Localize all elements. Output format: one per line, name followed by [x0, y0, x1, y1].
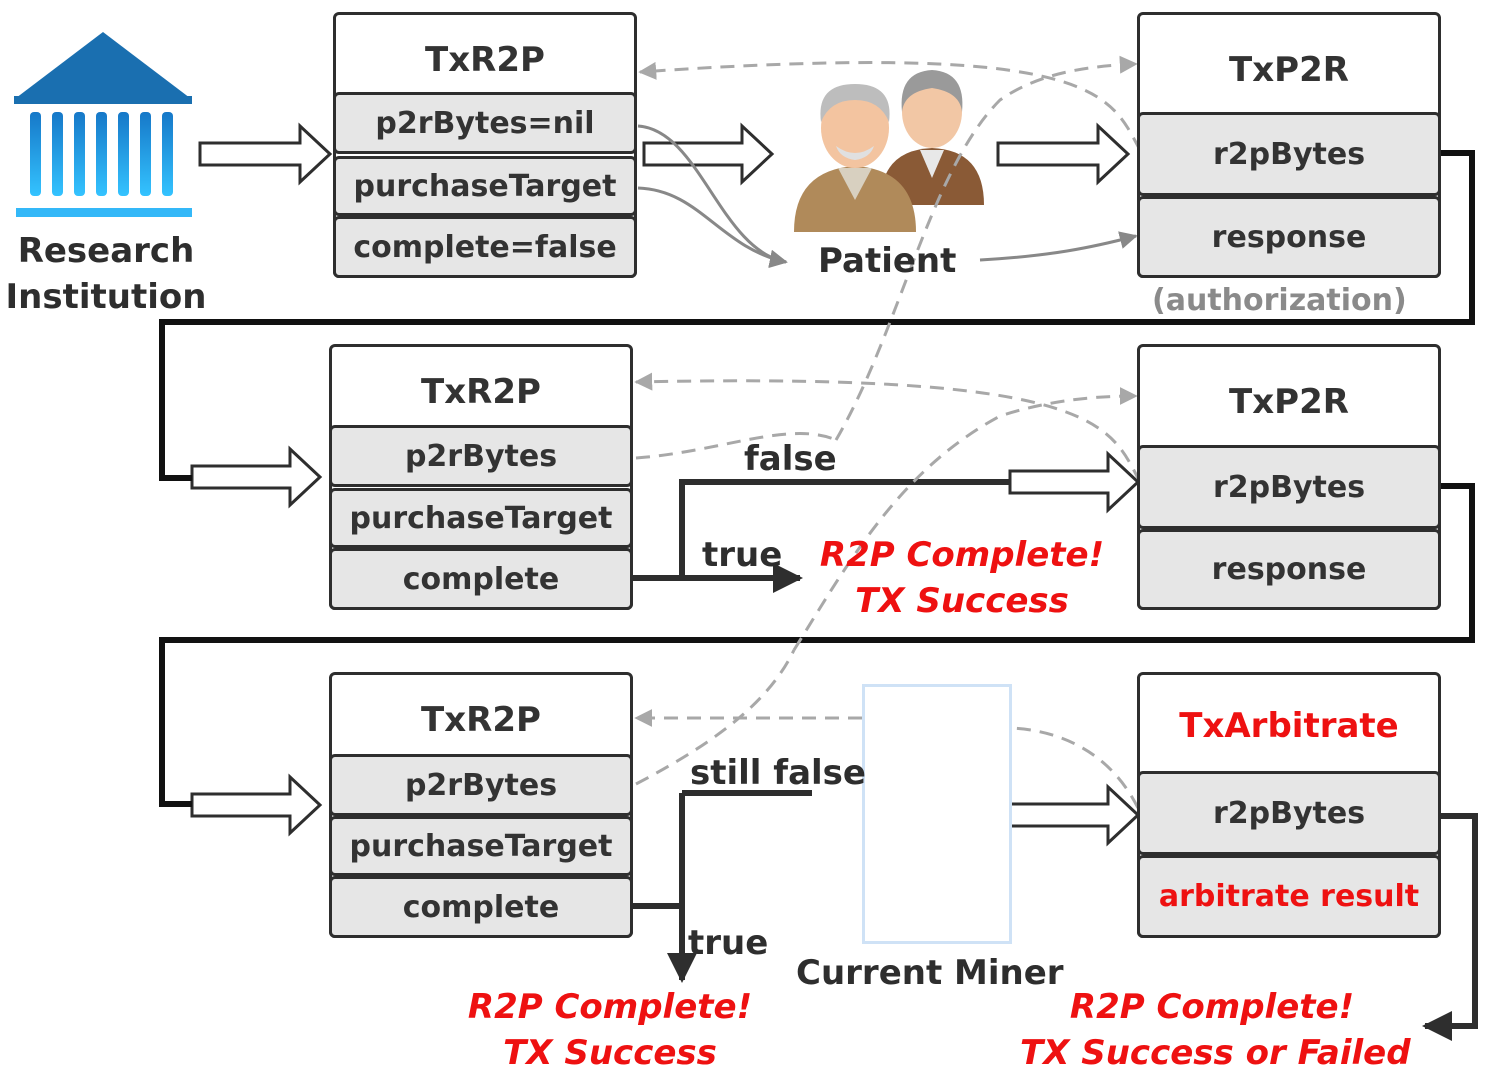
patients-icon [794, 70, 984, 232]
block-arrow [996, 122, 1131, 186]
dashed-link [834, 55, 1138, 441]
txr2p-field-p2rbytes [329, 754, 633, 816]
txp2r-field-label: r2pBytes [1212, 136, 1366, 172]
txarbitrate-field-r2pbytes [1137, 771, 1441, 855]
txr2p-field-label: purchaseTarget [349, 500, 613, 536]
txr2p-field-purchasetarget [329, 816, 633, 876]
block-arrow [1008, 783, 1141, 847]
txr2p-field-complete [333, 216, 637, 278]
flow-line [159, 150, 1475, 481]
txarbitrate-field-arbitrate-result [1137, 855, 1441, 938]
dashed-link [792, 387, 1138, 651]
txr2p-field-label: complete [402, 889, 560, 925]
outcome-line: TX Success [855, 581, 1069, 621]
research-institution-label: Research Institution [4, 228, 208, 320]
txr2p-field-p2rbytes [329, 425, 633, 487]
outcome-line: R2P Complete! [819, 535, 1105, 575]
branch-label-false: false [744, 439, 837, 479]
txr2p-field-label: p2rBytes=nil [375, 105, 595, 141]
txr2p-field-label: p2rBytes [404, 767, 558, 803]
block-arrow [1008, 450, 1141, 514]
outcome-r2p-complete-or-failed: R2P Complete! TX Success or Failed [1020, 984, 1411, 1076]
flow-line [1422, 813, 1478, 1041]
txr2p-field-complete [329, 876, 633, 938]
txp2r-field-response [1137, 196, 1441, 278]
block-arrow [190, 445, 323, 509]
txr2p-title: TxR2P [421, 372, 541, 412]
dashed-link [638, 61, 1142, 151]
data-curve [979, 231, 1138, 262]
outcome-line: R2P Complete! [467, 987, 753, 1027]
txp2r-field-label: r2pBytes [1212, 469, 1366, 505]
dashed-link [635, 432, 837, 460]
txr2p-field-label: purchaseTarget [349, 828, 613, 864]
txp2r-field-label: response [1211, 552, 1367, 587]
txr2p-field-label: complete=false [353, 229, 617, 265]
research-institution-line: Institution [5, 277, 207, 317]
txr2p-field-label: p2rBytes [404, 438, 558, 474]
txr2p-field-label: purchaseTarget [353, 168, 617, 204]
authorization-note: (authorization) [1152, 283, 1407, 318]
flow-line [159, 483, 1475, 807]
dashed-link [1009, 726, 1140, 809]
current-miner-panel [862, 684, 1012, 944]
txr2p-field-label: complete [402, 561, 560, 597]
txarbitrate-field-label: r2pBytes [1212, 795, 1366, 831]
outcome-line: TX Success [503, 1033, 717, 1073]
outcome-line: TX Success or Failed [1020, 1033, 1411, 1073]
txarbitrate-field-label: arbitrate result [1158, 879, 1420, 914]
block-arrow [198, 122, 333, 186]
dashed-link [634, 372, 1142, 483]
current-miner-label: Current Miner [796, 953, 1064, 993]
bank-icon [14, 32, 192, 217]
txp2r-title: TxP2R [1229, 50, 1349, 90]
outcome-r2p-complete: R2P Complete! TX Success [812, 532, 1112, 624]
txr2p-field-complete [329, 548, 633, 610]
txp2r-title: TxP2R [1229, 382, 1349, 422]
data-curve [637, 186, 788, 268]
decision-line [679, 479, 1010, 578]
txr2p-title: TxR2P [425, 40, 545, 80]
txr2p-field-purchasetarget [333, 156, 637, 216]
txr2p-field-purchasetarget [329, 488, 633, 548]
txp2r-field-r2pbytes [1137, 112, 1441, 196]
txr2p-field-p2rbytes [333, 92, 637, 154]
outcome-r2p-complete: R2P Complete! TX Success [460, 984, 760, 1076]
branch-label-true: true [702, 535, 783, 575]
block-arrow [642, 122, 775, 186]
txp2r-field-response [1137, 529, 1441, 610]
outcome-line: R2P Complete! [1069, 987, 1355, 1027]
research-institution-line: Research [17, 231, 195, 271]
txr2p-title: TxR2P [421, 700, 541, 740]
branch-label-true: true [688, 923, 769, 963]
patient-label: Patient [818, 241, 957, 281]
branch-label-still-false: still false [690, 753, 866, 793]
txp2r-field-label: response [1211, 219, 1367, 255]
block-arrow [190, 773, 323, 837]
data-curve [637, 124, 788, 268]
txp2r-field-r2pbytes [1137, 445, 1441, 529]
txarbitrate-title: TxArbitrate [1179, 706, 1399, 746]
